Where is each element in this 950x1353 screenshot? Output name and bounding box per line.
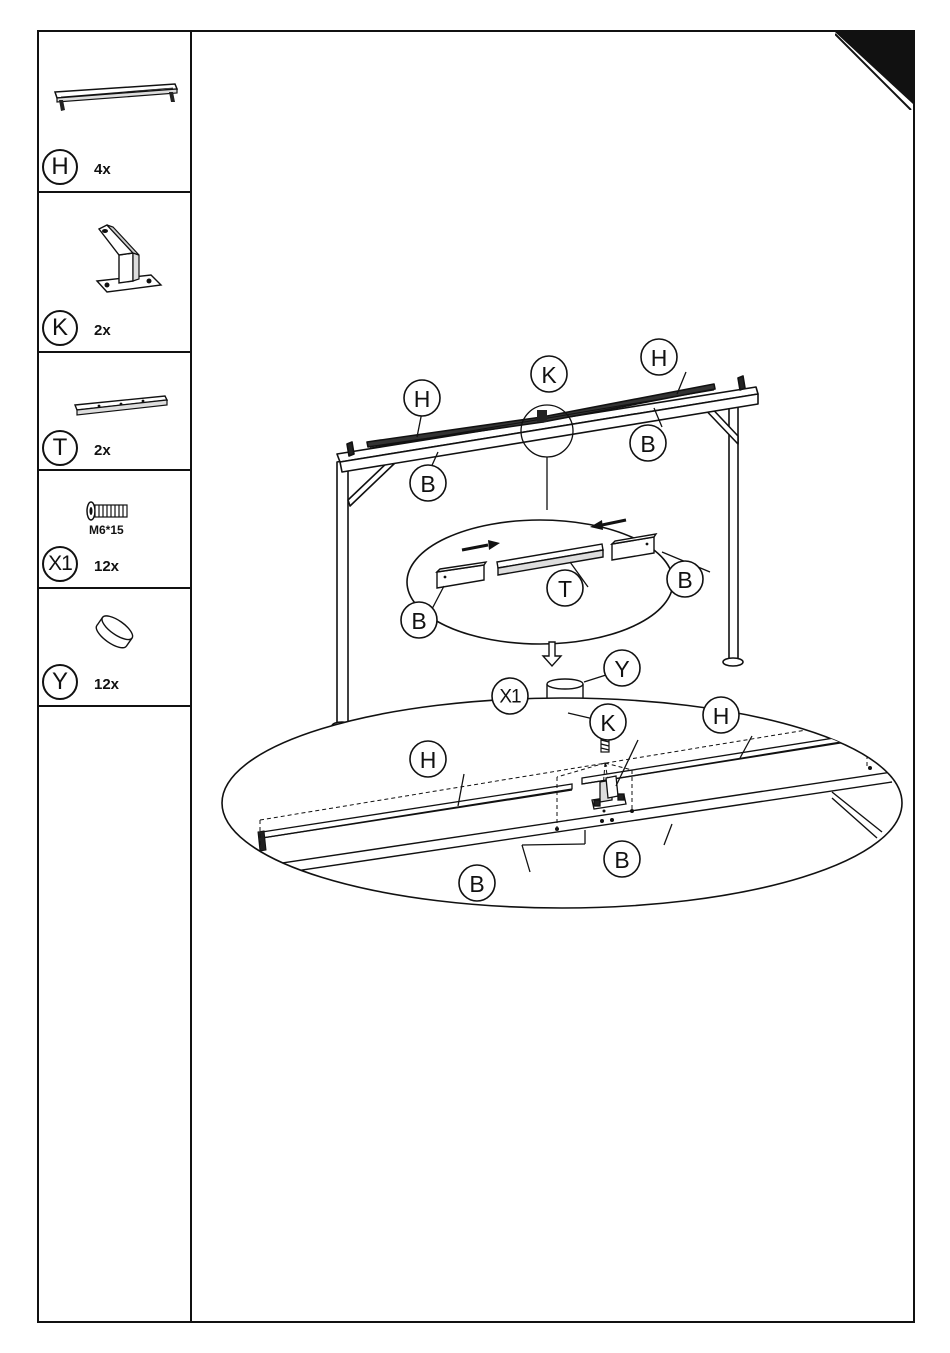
callout-frame-b-left: B <box>410 465 446 501</box>
callout-detail2-b-right: B <box>604 841 640 877</box>
part-h-qty: 4x <box>94 161 111 178</box>
callout-label: H <box>713 703 730 729</box>
callout-label: H <box>414 386 431 412</box>
callout-detail1-b-left: B <box>401 602 437 638</box>
cap-y-icon <box>39 589 190 659</box>
callout-detail1-t: T <box>547 570 583 606</box>
part-k-row: K 2x <box>39 193 190 353</box>
part-x1-spec: M6*15 <box>89 523 124 537</box>
callout-frame-h-right: H <box>641 339 677 375</box>
part-x1-row: M6*15 X1 12x <box>39 471 190 589</box>
screw-x1-icon <box>39 471 190 521</box>
part-t-badge: T <box>42 430 78 466</box>
callout-label: B <box>411 608 426 634</box>
callout-detail1-b-right: B <box>667 561 703 597</box>
detail-rails <box>222 698 902 912</box>
callout-label: H <box>651 345 668 371</box>
callout-detail2-h-left: H <box>410 741 446 777</box>
callout-label: X1 <box>499 687 521 708</box>
parts-list: H 4x K 2x <box>39 32 192 1321</box>
callout-label: B <box>640 431 655 457</box>
instruction-page: H 4x K 2x <box>37 30 915 1323</box>
callout-label: Y <box>614 656 629 682</box>
connector-t-icon <box>39 353 190 433</box>
callout-detail2-x1: X1 <box>492 678 528 714</box>
bracket-k-icon <box>39 193 190 313</box>
part-y-row: Y 12x <box>39 589 190 707</box>
callout-detail2-h-right: H <box>703 697 739 733</box>
rail-h-icon <box>39 32 190 152</box>
part-k-badge: K <box>42 310 78 346</box>
callout-frame-h-left: H <box>404 380 440 416</box>
callout-label: H <box>420 747 437 773</box>
part-t-qty: 2x <box>94 442 111 459</box>
part-t-row: T 2x <box>39 353 190 471</box>
part-k-qty: 2x <box>94 322 111 339</box>
callout-label: B <box>677 567 692 593</box>
part-x1-badge: X1 <box>42 546 78 582</box>
part-y-qty: 12x <box>94 676 119 693</box>
callout-label: K <box>600 710 616 736</box>
part-h-row: H 4x <box>39 32 190 193</box>
part-y-badge: Y <box>42 664 78 700</box>
callout-detail2-k: K <box>590 704 626 740</box>
part-x1-qty: 12x <box>94 558 119 575</box>
callout-label: K <box>541 362 557 388</box>
callout-detail2-b-left: B <box>459 865 495 901</box>
part-h-badge: H <box>42 149 78 185</box>
callout-detail2-y: Y <box>604 650 640 686</box>
callout-label: B <box>614 847 629 873</box>
callout-label: B <box>469 871 484 897</box>
down-arrow-icon <box>543 642 561 666</box>
callout-label: T <box>558 576 572 602</box>
callout-frame-b-right: B <box>630 425 666 461</box>
callout-frame-k: K <box>531 356 567 392</box>
callout-label: B <box>420 471 435 497</box>
